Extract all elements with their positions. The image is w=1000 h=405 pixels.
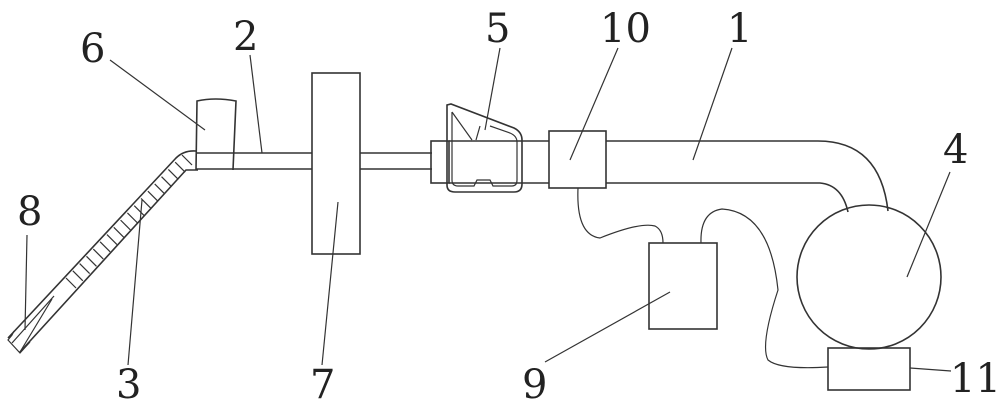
box-10 xyxy=(548,130,607,189)
wire-10-to-9 xyxy=(577,187,664,244)
tank-4 xyxy=(796,204,942,350)
label-6: 6 xyxy=(80,26,105,72)
screw-flight xyxy=(86,255,97,267)
hopper-6 xyxy=(195,98,237,171)
screw-flight xyxy=(133,205,145,217)
screw-flight xyxy=(174,161,186,173)
screw-flight xyxy=(167,169,179,180)
clamp-5 xyxy=(446,103,549,193)
box-7 xyxy=(311,72,361,255)
leader-lines xyxy=(24,47,952,372)
box-11 xyxy=(827,347,911,391)
coupling xyxy=(430,140,450,184)
label-1: 1 xyxy=(727,6,752,52)
wire-9-to-11 xyxy=(700,208,829,369)
screw-flight xyxy=(161,176,172,188)
screw-flight xyxy=(147,190,159,202)
screw-flight xyxy=(120,219,132,231)
screw-flight xyxy=(79,263,91,274)
label-8: 8 xyxy=(17,189,42,235)
screw-flight xyxy=(99,241,111,253)
screw-flight xyxy=(140,197,152,209)
screw-flight xyxy=(154,183,166,195)
pipe-1 xyxy=(606,140,889,213)
box-9 xyxy=(648,242,718,330)
pipe-2 xyxy=(196,152,432,170)
label-11: 11 xyxy=(950,356,1000,402)
label-4: 4 xyxy=(943,127,968,173)
label-2: 2 xyxy=(233,14,258,60)
label-3: 3 xyxy=(116,362,141,405)
label-10: 10 xyxy=(600,6,651,52)
label-5: 5 xyxy=(485,6,510,52)
screw-flight xyxy=(181,154,193,166)
inclined-tube-3 xyxy=(7,150,198,354)
label-9: 9 xyxy=(522,362,547,405)
screw-flight xyxy=(126,212,138,224)
screw-flight xyxy=(92,248,104,260)
screw-flights xyxy=(65,154,193,289)
screw-flight xyxy=(113,226,125,238)
screw-flight xyxy=(72,270,84,282)
label-7: 7 xyxy=(310,362,335,405)
screw-flight xyxy=(65,277,77,289)
screw-flight xyxy=(106,234,118,246)
